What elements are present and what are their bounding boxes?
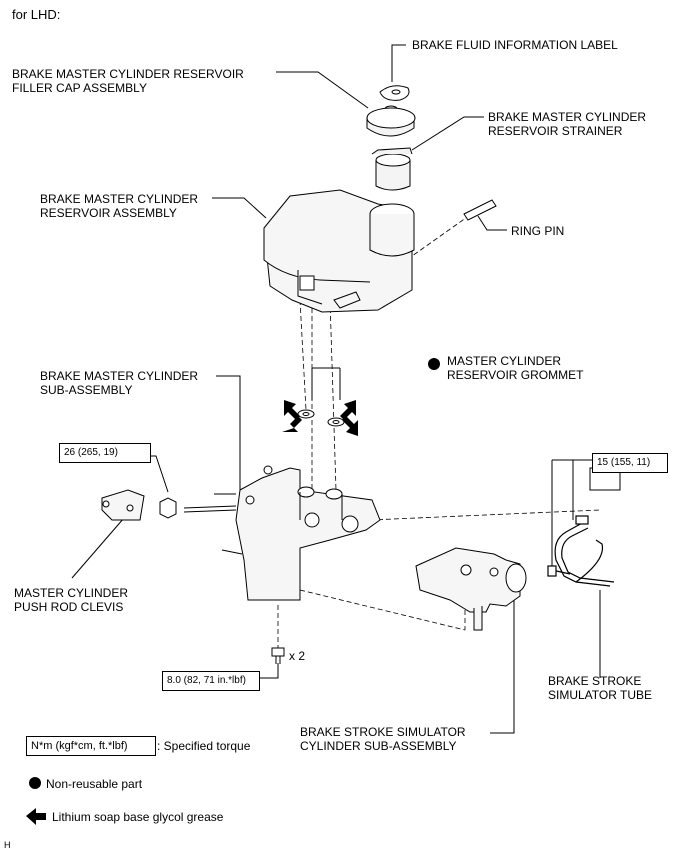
label-reservoir: BRAKE MASTER CYLINDER RESERVOIR ASSEMBLY bbox=[40, 192, 199, 220]
mounting-bolt-part bbox=[271, 647, 285, 664]
fluid-info-label-part bbox=[379, 85, 410, 101]
label-ring-pin: RING PIN bbox=[511, 224, 565, 238]
torque-clevis-nut: 26 (265, 19) bbox=[59, 443, 151, 463]
simulator-cylinder-part bbox=[415, 547, 527, 631]
filler-cap-part bbox=[366, 105, 416, 137]
label-simulator-tube: BRAKE STROKE SIMULATOR TUBE bbox=[548, 674, 653, 702]
label-push-rod-clevis: MASTER CYLINDER PUSH ROD CLEVIS bbox=[14, 586, 129, 614]
scope-title: for LHD: bbox=[12, 7, 61, 22]
legend-nonreusable: Non-reusable part bbox=[46, 777, 143, 791]
footer-code: H bbox=[4, 840, 11, 850]
legend-torque-box: N*m (kgf*cm, ft.*lbf) bbox=[26, 736, 156, 756]
torque-bolt: 8.0 (82, 71 in.*lbf) bbox=[162, 671, 260, 691]
nonreusable-grommet-marker bbox=[428, 358, 440, 370]
grease-arrows bbox=[282, 400, 358, 436]
label-simulator-cylinder: BRAKE STROKE SIMULATOR CYLINDER SUB-ASSE… bbox=[300, 725, 466, 753]
legend-torque-desc: : Specified torque bbox=[157, 739, 251, 753]
strainer-part bbox=[371, 147, 413, 191]
label-filler-cap: BRAKE MASTER CYLINDER RESERVOIR FILLER C… bbox=[12, 67, 244, 95]
label-grommet: MASTER CYLINDER RESERVOIR GROMMET bbox=[447, 354, 584, 382]
bolt-count: x 2 bbox=[289, 649, 306, 663]
clevis-nut-part bbox=[159, 497, 177, 519]
nonreusable-legend-icon bbox=[29, 777, 41, 789]
reservoir-part bbox=[263, 189, 415, 313]
simulator-tube-part bbox=[547, 515, 615, 587]
master-cylinder-part bbox=[183, 465, 381, 601]
push-rod-clevis-part bbox=[101, 489, 145, 521]
label-sub-assembly: BRAKE MASTER CYLINDER SUB-ASSEMBLY bbox=[40, 369, 199, 397]
grease-legend-icon bbox=[26, 808, 46, 825]
torque-tube-nut: 15 (155, 11) bbox=[592, 453, 668, 473]
label-fluid-info: BRAKE FLUID INFORMATION LABEL bbox=[412, 38, 618, 52]
legend-grease: Lithium soap base glycol grease bbox=[52, 810, 224, 824]
grommet-parts bbox=[297, 409, 345, 427]
ring-pin-part bbox=[463, 199, 497, 221]
label-strainer: BRAKE MASTER CYLINDER RESERVOIR STRAINER bbox=[488, 110, 647, 138]
